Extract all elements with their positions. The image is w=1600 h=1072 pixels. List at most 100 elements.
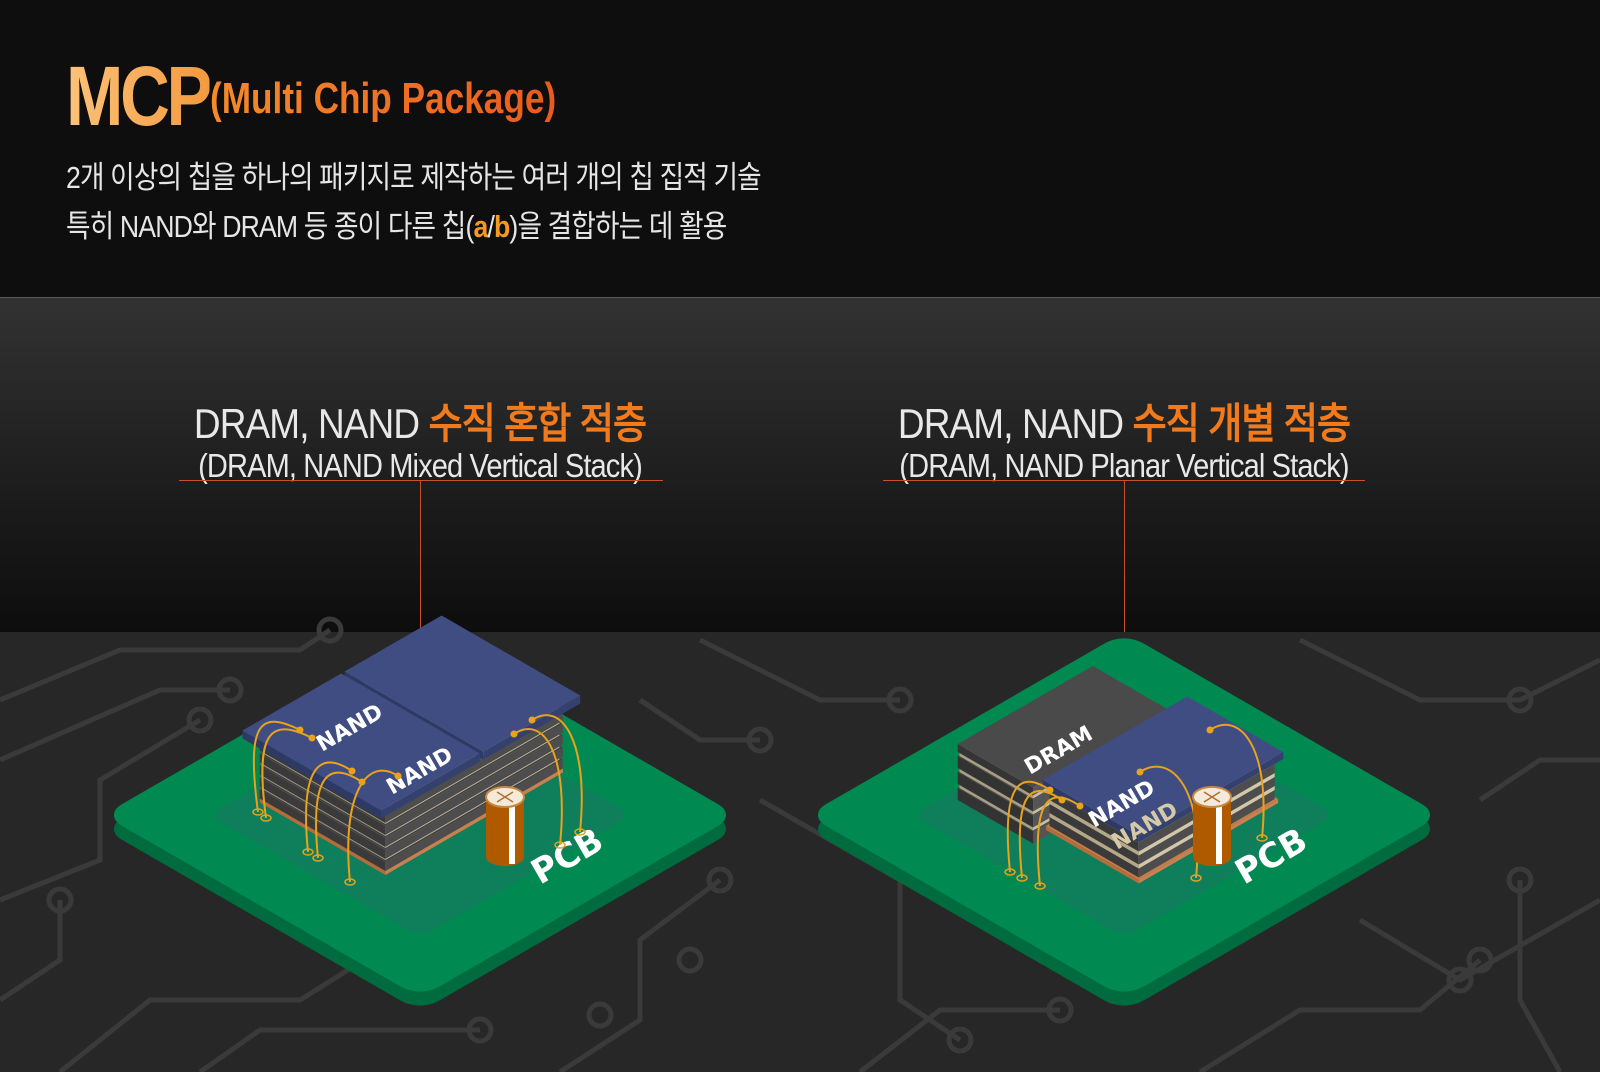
spacer-layer-side (959, 752, 1034, 799)
circuit-traces (0, 616, 1600, 1072)
capacitor-stripe (1216, 802, 1222, 864)
circuit-via (316, 616, 344, 644)
board-pad (554, 841, 566, 849)
bond-pad (528, 716, 536, 724)
circuit-trace (0, 687, 230, 763)
bond-wire (1018, 790, 1063, 879)
heading-text: DRAM, NAND (193, 400, 429, 447)
circuit-trace (1298, 637, 1600, 703)
circuit-trace (1517, 880, 1563, 1072)
heading-underline (179, 480, 663, 481)
bond-pad (308, 734, 316, 742)
circuit-trace (558, 878, 722, 1072)
heading-accent: 수직 개별 적층 (1132, 400, 1351, 447)
circuit-trace (198, 1027, 480, 1072)
bond-wire (315, 771, 363, 859)
board-pad (1034, 882, 1046, 890)
nand-chip-side (483, 695, 581, 760)
spacer-layer-side (959, 768, 1034, 815)
nand-chip-side (1042, 780, 1139, 843)
nand-chip-side (381, 753, 480, 819)
bond-wire (305, 761, 353, 853)
desc-highlight-b: b (493, 209, 510, 244)
circuit-trace (58, 947, 382, 1072)
heading-accent: 수직 혼합 적층 (428, 400, 647, 447)
nand-chip-top (344, 615, 581, 752)
bond-wire (1006, 780, 1051, 873)
die-layer-side (385, 735, 563, 847)
dram-layer-side (957, 788, 1034, 844)
bond-wire (261, 728, 313, 819)
circuit-via (1506, 686, 1534, 714)
die-layer-side (385, 711, 563, 823)
circuit-trace (1358, 897, 1600, 983)
dram-layer-side (957, 756, 1034, 812)
circuit-trace (0, 900, 63, 1003)
circuit-via (1446, 966, 1474, 994)
circuit-trace (858, 1007, 1060, 1072)
header-section: MCP (Multi Chip Package) 2개 이상의 칩을 하나의 패… (0, 0, 1600, 298)
circuit-via (676, 946, 704, 974)
board-pad (1190, 874, 1202, 882)
circuit-trace (1478, 757, 1600, 803)
bond-pad (510, 730, 518, 738)
substrate-side (259, 798, 386, 875)
bond-wire (531, 714, 583, 833)
bond-pad (348, 767, 356, 775)
diagram-heading-planar: DRAM, NAND 수직 개별 적층 (DRAM, NAND Planar V… (864, 390, 1384, 485)
board-pad (344, 878, 356, 886)
circuit-via (46, 886, 74, 914)
capacitor-vent-icon (1203, 791, 1221, 803)
capacitor-base (1193, 848, 1231, 866)
spacer-layer-side (1049, 813, 1139, 869)
title-abbreviation: MCP (66, 49, 213, 143)
description-line-1: 2개 이상의 칩을 하나의 패키지로 제작하는 여러 개의 칩 집적 기술 (66, 160, 762, 195)
board-pad (302, 848, 314, 856)
dram-layer-side (957, 772, 1034, 828)
circuit-via (1506, 866, 1534, 894)
die-layer-side (259, 789, 386, 871)
board-pad (1256, 834, 1268, 842)
page-title: MCP (Multi Chip Package) (66, 48, 556, 145)
bond-wire (252, 720, 301, 813)
board-pad (260, 814, 272, 822)
title-full-name: (Multi Chip Package) (210, 74, 557, 123)
board-pad (1004, 868, 1016, 876)
heading-text: DRAM, NAND (897, 400, 1133, 447)
board-pad (1016, 874, 1028, 882)
circuit-via (466, 1016, 494, 1044)
capacitor-vent-icon (496, 791, 514, 803)
board-pad (574, 828, 586, 836)
bond-wire (513, 728, 563, 846)
bond-wire (347, 769, 399, 883)
bond-pad (394, 772, 402, 780)
die-layer-side (259, 753, 386, 835)
die-layer-side (1049, 817, 1139, 878)
bond-wire (1209, 723, 1265, 839)
spacer-layer-side (1049, 800, 1139, 856)
heading-subtitle: (DRAM, NAND Mixed Vertical Stack) (198, 447, 643, 484)
heading-subtitle: (DRAM, NAND Planar Vertical Stack) (899, 447, 1349, 484)
capacitor-stripe (509, 802, 515, 864)
bond-pad (1076, 802, 1084, 810)
circuit-trace (638, 697, 760, 743)
board-pad (312, 854, 324, 862)
circuit-via (1046, 996, 1074, 1024)
desc-text: 특히 NAND와 DRAM 등 종이 다른 칩( (66, 209, 474, 244)
desc-text: )을 결합하는 데 활용 (509, 209, 727, 244)
nand-chip-top (1042, 696, 1284, 836)
nand-chip-top (242, 673, 480, 811)
circuit-trace (0, 717, 202, 903)
die-layer-side (259, 765, 386, 847)
circuit-trace (0, 627, 332, 703)
desc-highlight-a: a (473, 209, 488, 244)
circuit-via (586, 1001, 614, 1029)
bond-pad (1206, 726, 1214, 734)
dram-chip-top (957, 666, 1169, 788)
capacitor-base (486, 848, 524, 866)
circuit-via (216, 676, 244, 704)
die-layer-side (259, 777, 386, 859)
circuit-via (186, 706, 214, 734)
